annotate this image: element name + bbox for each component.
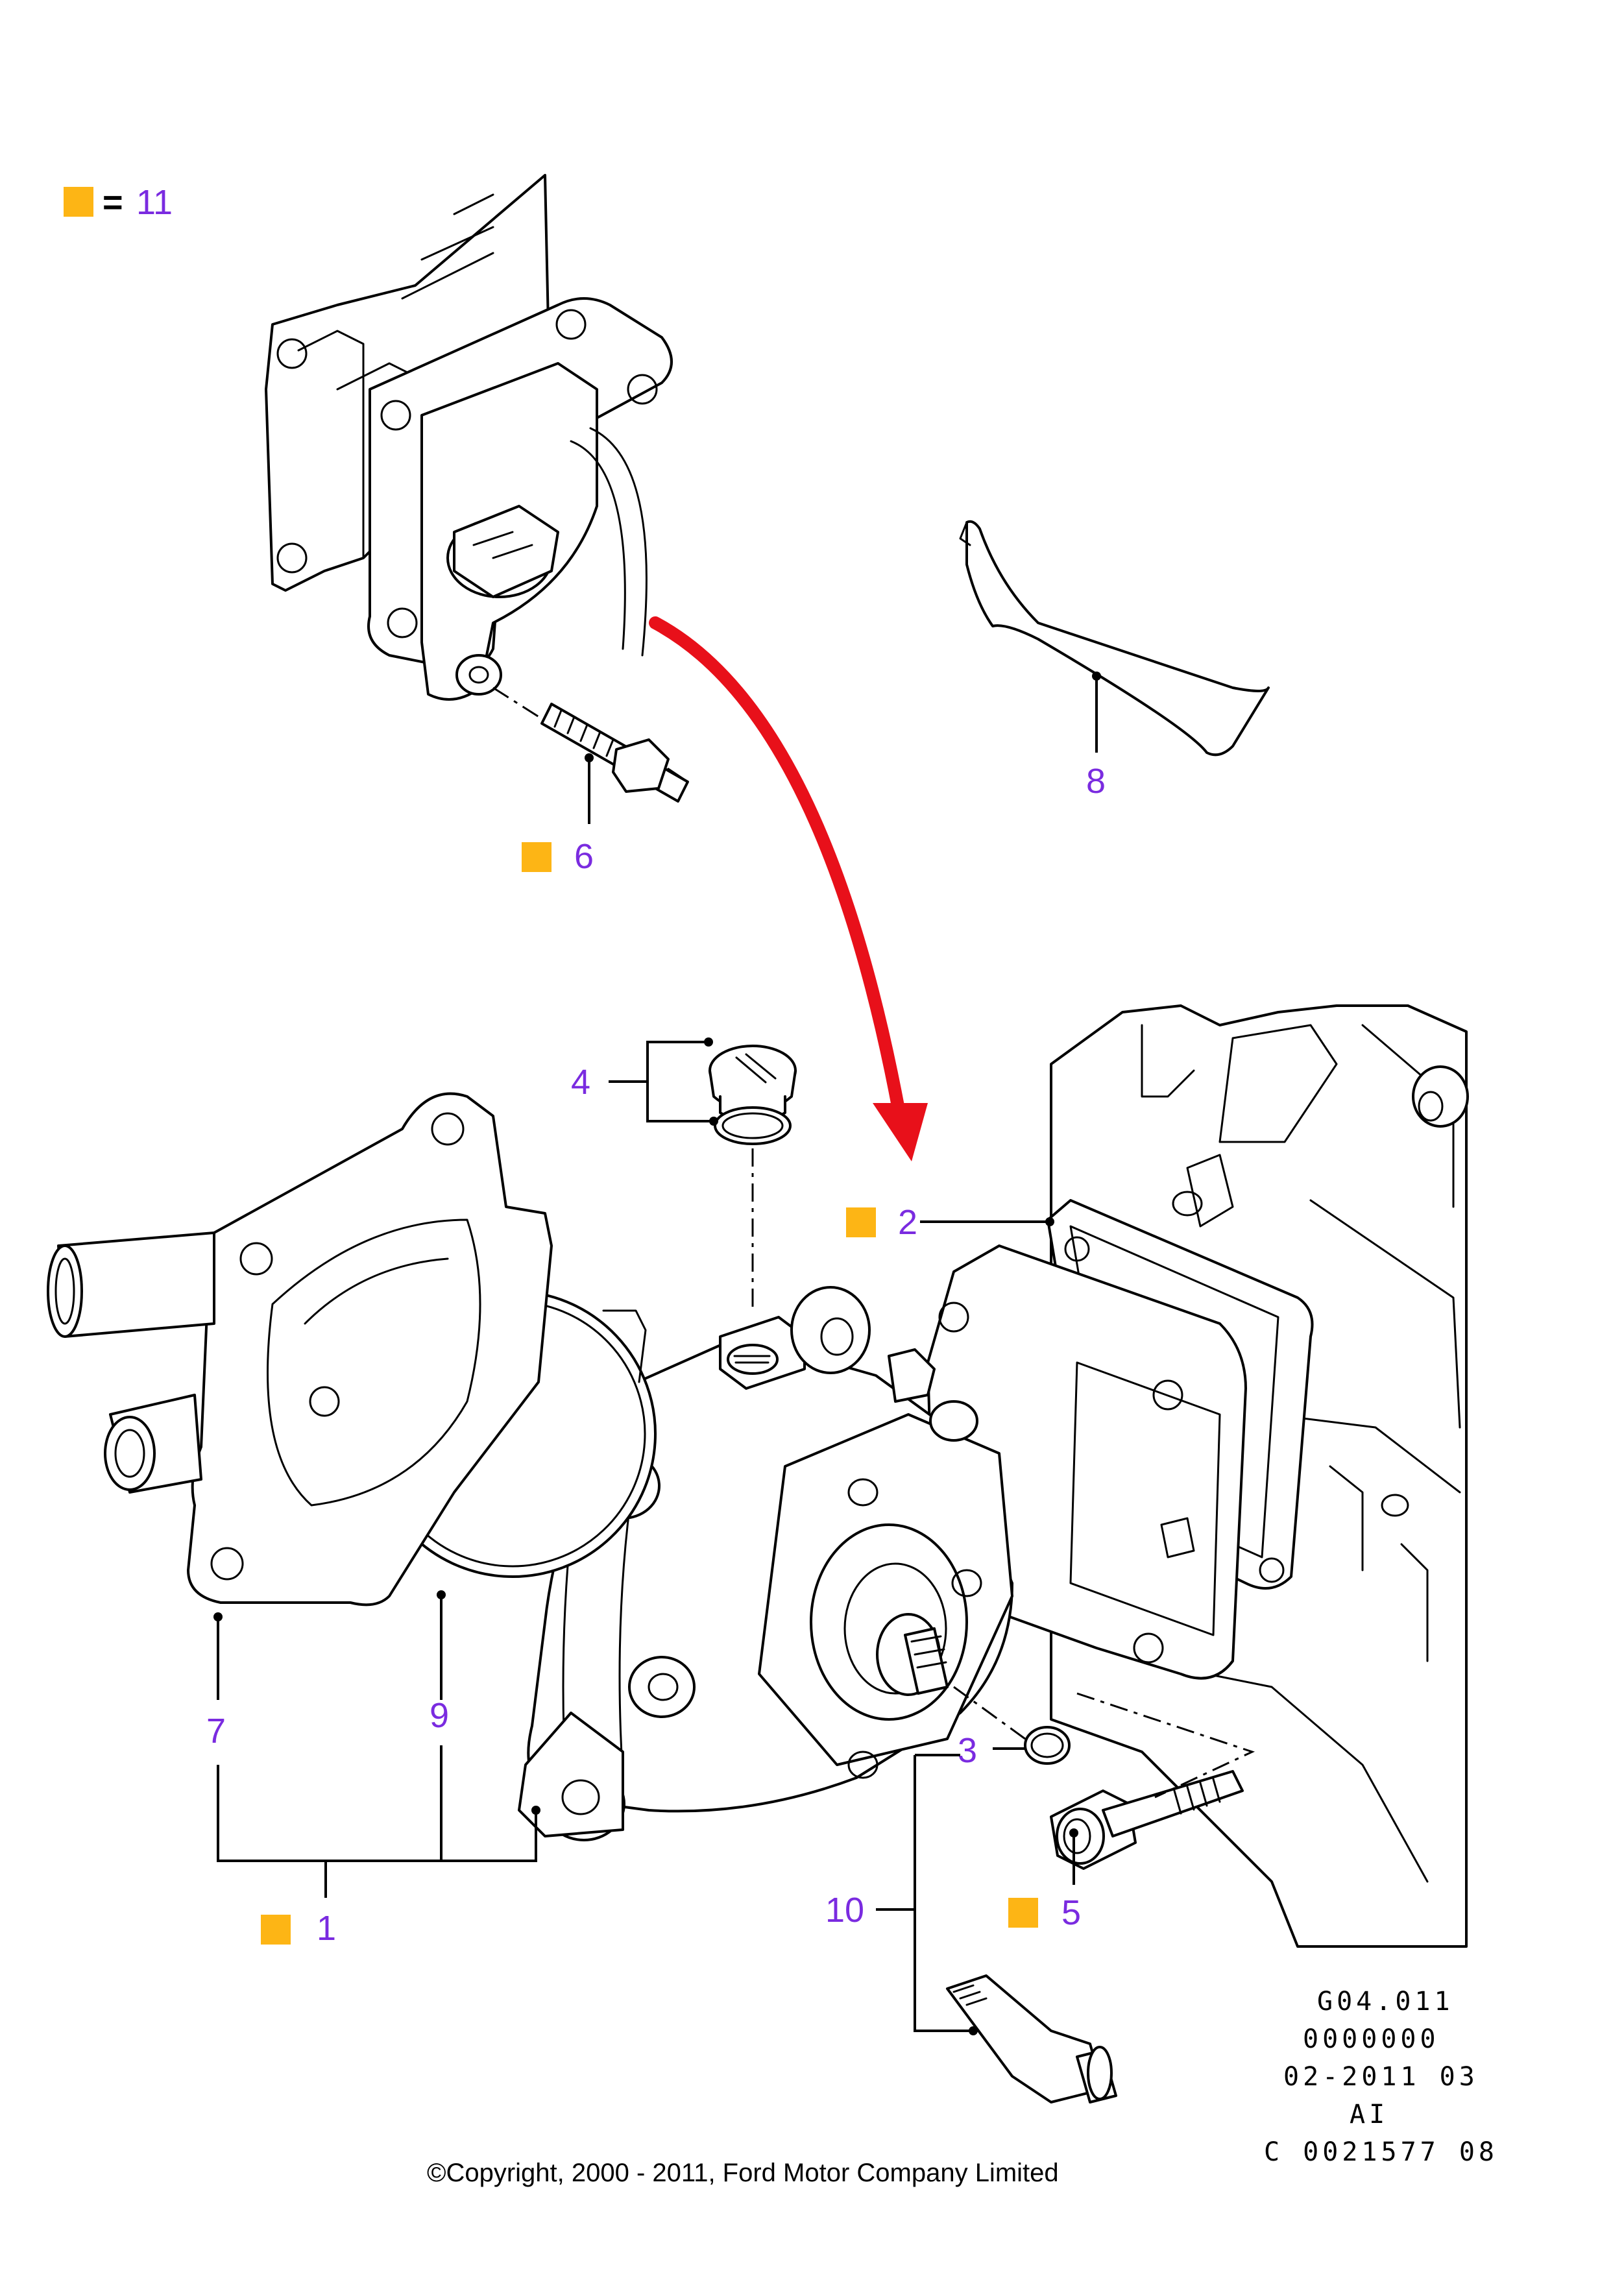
part-8-leader-dot bbox=[1092, 672, 1101, 681]
reference-line-5: C 0021577 08 bbox=[1264, 2137, 1498, 2167]
callout-7: 7 bbox=[206, 1712, 226, 1751]
reference-line-4: AI bbox=[1350, 2100, 1388, 2129]
upper-engine-block-drawing bbox=[265, 174, 673, 701]
part-2-leader-dot bbox=[1045, 1217, 1054, 1226]
callout-1: 1 bbox=[317, 1909, 336, 1948]
part-4-ring-dot bbox=[709, 1117, 718, 1126]
part-7-leader-dot bbox=[213, 1612, 223, 1621]
callout-3: 3 bbox=[958, 1731, 977, 1770]
part-3-seal bbox=[1024, 1726, 1071, 1765]
part-5-center-line bbox=[1076, 1692, 1255, 1799]
part-5-hex-bolt bbox=[1050, 1770, 1244, 1870]
reference-block: G04.011 0000000 02-2011 03 AI C 0021577 … bbox=[1264, 1987, 1498, 2167]
part-6-leader-dot bbox=[585, 753, 594, 762]
part-1-vacuum-pump bbox=[518, 1244, 1247, 1841]
reference-line-3: 02-2011 03 bbox=[1283, 2062, 1479, 2092]
part-1-marker-icon bbox=[261, 1915, 291, 1945]
legend-marker-icon bbox=[64, 187, 93, 217]
reference-line-2: 0000000 bbox=[1303, 2024, 1440, 2054]
part-5-leader-dot bbox=[1069, 1828, 1078, 1837]
callout-2: 2 bbox=[898, 1203, 917, 1242]
part-1-bracket bbox=[217, 1765, 537, 1862]
part-4-filler-cap bbox=[709, 1045, 797, 1145]
callout-5: 5 bbox=[1061, 1893, 1081, 1932]
part-4-bracket bbox=[646, 1041, 714, 1122]
part-4-leader-dot bbox=[704, 1037, 713, 1047]
reference-line-1: G04.011 bbox=[1317, 1987, 1454, 2017]
part-2-marker-icon bbox=[846, 1207, 876, 1237]
legend: = 11 bbox=[64, 183, 173, 222]
callout-4: 4 bbox=[571, 1063, 590, 1102]
part-1-leader-dot bbox=[531, 1806, 540, 1815]
copyright-text: ©Copyright, 2000 - 2011, Ford Motor Comp… bbox=[427, 2159, 1059, 2187]
legend-value: 11 bbox=[136, 183, 173, 222]
callout-10: 10 bbox=[825, 1891, 864, 1930]
part-10-leader-dot bbox=[969, 2026, 978, 2035]
part-10-sealant-tube bbox=[946, 1974, 1117, 2103]
callout-8: 8 bbox=[1086, 762, 1106, 801]
part-6-stud-bolt bbox=[492, 686, 689, 803]
part-6-marker-icon bbox=[522, 842, 551, 872]
part-10-bracket bbox=[914, 1755, 973, 2032]
callout-6: 6 bbox=[574, 837, 594, 876]
callout-9: 9 bbox=[430, 1696, 449, 1735]
legend-equals: = bbox=[103, 183, 123, 222]
part-5-marker-icon bbox=[1008, 1898, 1038, 1928]
part-3-center-line bbox=[953, 1686, 1026, 1740]
part-9-leader-dot bbox=[437, 1590, 446, 1599]
part-7-cover bbox=[47, 1092, 553, 1606]
red-direction-arrow bbox=[649, 616, 928, 1161]
part-8-sealant-tube bbox=[959, 520, 1270, 757]
